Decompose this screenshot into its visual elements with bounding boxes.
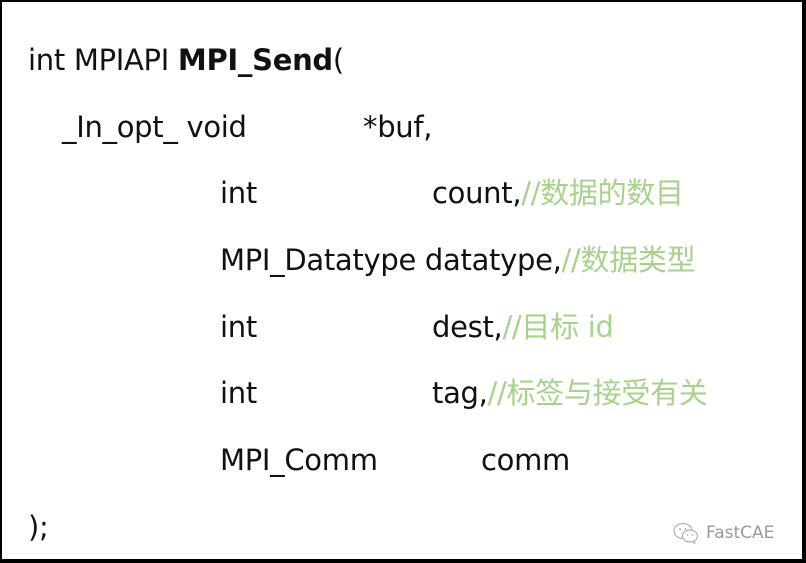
param-type-comm: MPI_Comm: [220, 440, 378, 480]
param-name: datatype,: [424, 243, 562, 277]
param-annotation: _In_opt_: [62, 110, 178, 144]
param-type-tag: int: [220, 373, 257, 413]
wechat-icon: [673, 522, 699, 545]
param-type: void: [186, 110, 247, 144]
param-name: tag,: [432, 376, 488, 410]
watermark: FastCAE: [672, 518, 774, 548]
param-name-count: count,//数据的数目: [432, 173, 684, 213]
watermark-text: FastCAE: [706, 523, 775, 543]
open-paren: (: [332, 43, 344, 77]
param-type: int: [220, 176, 257, 210]
param-line-buf: _In_opt_ void: [62, 107, 247, 147]
param-type: int: [220, 376, 257, 410]
param-name-dest: dest,//目标 id: [432, 307, 614, 347]
param-name-comm: comm: [481, 440, 570, 480]
param-name: dest,: [432, 310, 503, 344]
function-name: MPI_Send: [177, 43, 333, 77]
param-name: count,: [432, 176, 522, 210]
calling-convention: MPIAPI: [73, 43, 169, 77]
param-type: MPI_Datatype: [220, 243, 416, 277]
function-signature-line: int MPIAPI MPI_Send(: [28, 40, 344, 80]
param-name-tag: tag,//标签与接受有关: [432, 373, 708, 413]
param-type-count: int: [220, 173, 257, 213]
closing-line: );: [28, 507, 49, 547]
param-type-dest: int: [220, 307, 257, 347]
param-type: int: [220, 310, 257, 344]
closing-paren: );: [28, 510, 49, 544]
param-comment: //目标 id: [502, 310, 614, 344]
param-type: MPI_Comm: [220, 443, 378, 477]
param-name: *buf,: [363, 110, 433, 144]
param-comment: //标签与接受有关: [487, 376, 708, 410]
return-type: int: [28, 43, 65, 77]
param-comment: //数据的数目: [521, 176, 684, 210]
param-name-buf: *buf,: [363, 107, 433, 147]
param-comment: //数据类型: [561, 243, 696, 277]
param-name: comm: [481, 443, 570, 477]
param-line-datatype: MPI_Datatype datatype,//数据类型: [220, 240, 696, 280]
